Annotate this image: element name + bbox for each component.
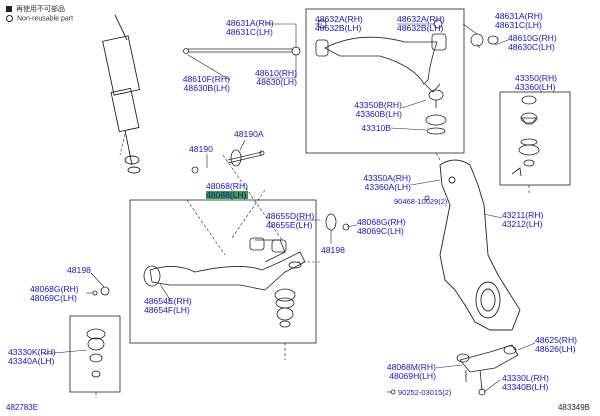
part-48068M[interactable]: 48068M(RH)48069H(LH) (386, 362, 436, 381)
part-43310B[interactable]: 43310B (361, 123, 391, 133)
legend-non-reusable-en: Non-reusable part (6, 15, 73, 22)
part-48654E[interactable]: 48654E(RH)48654F(LH) (144, 296, 192, 315)
part-48610F[interactable]: 48610F(RH)48630B(LH) (182, 74, 230, 93)
upper-control-arm (315, 19, 447, 135)
legend-en-text: Non-reusable part (17, 15, 74, 23)
part-48190[interactable]: 48190 (189, 144, 213, 154)
part-48610[interactable]: 48610(RH)48630(LH) (254, 68, 297, 87)
part-43350A[interactable]: 43350A(RH)43360A(LH) (363, 173, 411, 192)
lower-ball-joint-frame (69, 315, 121, 393)
part-48190A[interactable]: 48190A (234, 129, 264, 139)
ball-joint-parts (518, 95, 540, 167)
part-43350[interactable]: 43350(RH)43360(LH) (515, 73, 558, 92)
lower-control-arm (143, 237, 306, 328)
camber-bolt (191, 149, 265, 174)
part-48625[interactable]: 48625(RH)48626(LH) (535, 335, 578, 354)
part-48068G-left[interactable]: 48068G(RH)48069C(LH) (30, 284, 79, 303)
legend-jp-text: 再使用不可部品 (16, 6, 65, 13)
footer-left-code: 482783E (6, 403, 39, 412)
highlighted-part-48088[interactable]: 48088(LH) (206, 189, 249, 200)
steering-arm (456, 344, 519, 396)
part-48631A-right[interactable]: 48631A(RH)48631C(LH) (495, 11, 543, 30)
part-43350B[interactable]: 43350B(RH)43360B(LH) (354, 100, 402, 119)
part-48198-left[interactable]: 48198 (67, 265, 91, 275)
part-48068[interactable]: 48068(RH)48088(LH) (206, 181, 249, 200)
strut-bar (183, 46, 301, 56)
lower-ball-joint (86, 328, 106, 378)
shock-absorber (102, 14, 141, 174)
upper-arm-frame (305, 8, 465, 154)
part-48610G[interactable]: 48610G(RH)48630C(LH) (508, 33, 557, 52)
part-43211[interactable]: 43211(RH)43212(LH) (502, 210, 544, 229)
part-48632A[interactable]: 48632A(RH)48632B(LH) (315, 14, 363, 33)
ball-joint-frame (499, 91, 571, 186)
part-43330L[interactable]: 43330L(RH)43340B(LH) (502, 373, 549, 392)
footer-right-code: 483349B (557, 403, 590, 412)
part-48068G-mid[interactable]: 48068G(RH)48069C(LH) (357, 217, 406, 236)
non-reusable-marker-icon (6, 6, 12, 13)
note-90252[interactable]: 90252-03015(2) (398, 388, 452, 397)
part-48198-mid[interactable]: 48198 (321, 245, 345, 255)
steering-knuckle (439, 159, 521, 331)
non-reusable-ring-icon (6, 15, 13, 22)
part-43330K[interactable]: 43330K(RH)43340A(LH) (8, 347, 56, 366)
part-48631A[interactable]: 48631A(RH)48631C(LH) (226, 18, 274, 37)
legend-non-reusable-jp: 再使用不可部品 (6, 4, 65, 14)
part-48655D[interactable]: 48655D(RH)48655E(LH) (266, 211, 315, 230)
note-90468[interactable]: 90468-10029(2) (394, 197, 448, 206)
lower-arm-frame (129, 199, 317, 344)
part-48632A-2[interactable]: 48632A(RH)48632B(LH) (397, 14, 445, 33)
